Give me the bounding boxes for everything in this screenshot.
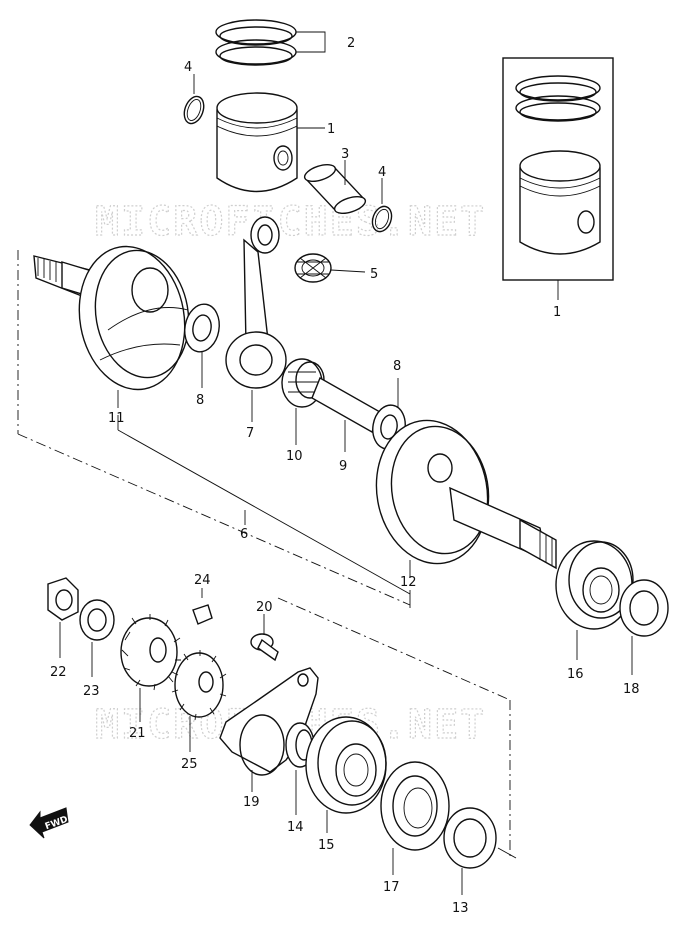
crank-pin — [311, 376, 381, 452]
connecting-rod — [225, 216, 287, 422]
piston-assembly-box — [502, 57, 614, 300]
callout-24: 24 — [194, 573, 211, 588]
callout-3: 3 — [341, 147, 349, 162]
piston-pin — [303, 160, 367, 214]
callout-18: 18 — [623, 682, 640, 697]
callout-1-box: 1 — [553, 305, 561, 320]
callout-13: 13 — [452, 901, 469, 916]
crankshaft-nut — [47, 577, 79, 658]
crankshaft-right-half — [375, 419, 557, 578]
callout-12: 12 — [400, 575, 417, 590]
callout-20: 20 — [256, 600, 273, 615]
circlip-right — [371, 178, 393, 233]
callout-14: 14 — [287, 820, 304, 835]
callout-2: 2 — [347, 36, 355, 51]
callout-10: 10 — [286, 449, 303, 464]
callout-4-right: 4 — [378, 165, 386, 180]
crankshaft-assembly-bracket — [17, 250, 411, 608]
callout-23: 23 — [83, 684, 100, 699]
main-bearing-left — [305, 716, 387, 833]
primary-drive-gear — [120, 614, 181, 722]
retainer-bolt — [250, 614, 279, 662]
callout-15: 15 — [318, 838, 335, 853]
circlip-left — [183, 74, 205, 125]
callout-16: 16 — [567, 667, 584, 682]
callout-8-right: 8 — [393, 359, 401, 374]
watermark-top: MICROFICHES.NET — [95, 199, 486, 245]
callout-21: 21 — [129, 726, 146, 741]
oil-seal-right — [619, 579, 669, 675]
callout-4-left: 4 — [184, 60, 192, 75]
piston-rings — [215, 19, 326, 66]
callout-5: 5 — [370, 267, 378, 282]
small-end-needle-bearing — [294, 253, 366, 283]
callout-labels: 2 4 1 3 4 5 1 8 11 7 8 10 9 6 12 24 20 2… — [50, 36, 640, 916]
crankshaft-left-half — [33, 245, 190, 408]
callout-25: 25 — [181, 757, 198, 772]
callout-17: 17 — [383, 880, 400, 895]
spacer-collar — [443, 807, 497, 895]
callout-6: 6 — [240, 527, 248, 542]
callout-7: 7 — [246, 426, 254, 441]
forward-arrow-icon: FWD — [29, 807, 69, 839]
oil-seal-left — [380, 761, 450, 875]
callout-1-piston: 1 — [327, 122, 335, 137]
piston — [216, 92, 325, 193]
main-bearing-right — [555, 540, 634, 660]
callout-22: 22 — [50, 665, 67, 680]
oil-pump-drive-gear — [171, 650, 227, 752]
woodruff-key — [192, 588, 213, 625]
crankshaft-washer — [79, 599, 115, 677]
callout-11: 11 — [108, 411, 125, 426]
thrust-washer-left — [184, 303, 220, 388]
callout-19: 19 — [243, 795, 260, 810]
lower-assembly-bracket — [277, 597, 517, 859]
callout-9: 9 — [339, 459, 347, 474]
callout-8-left: 8 — [196, 393, 204, 408]
